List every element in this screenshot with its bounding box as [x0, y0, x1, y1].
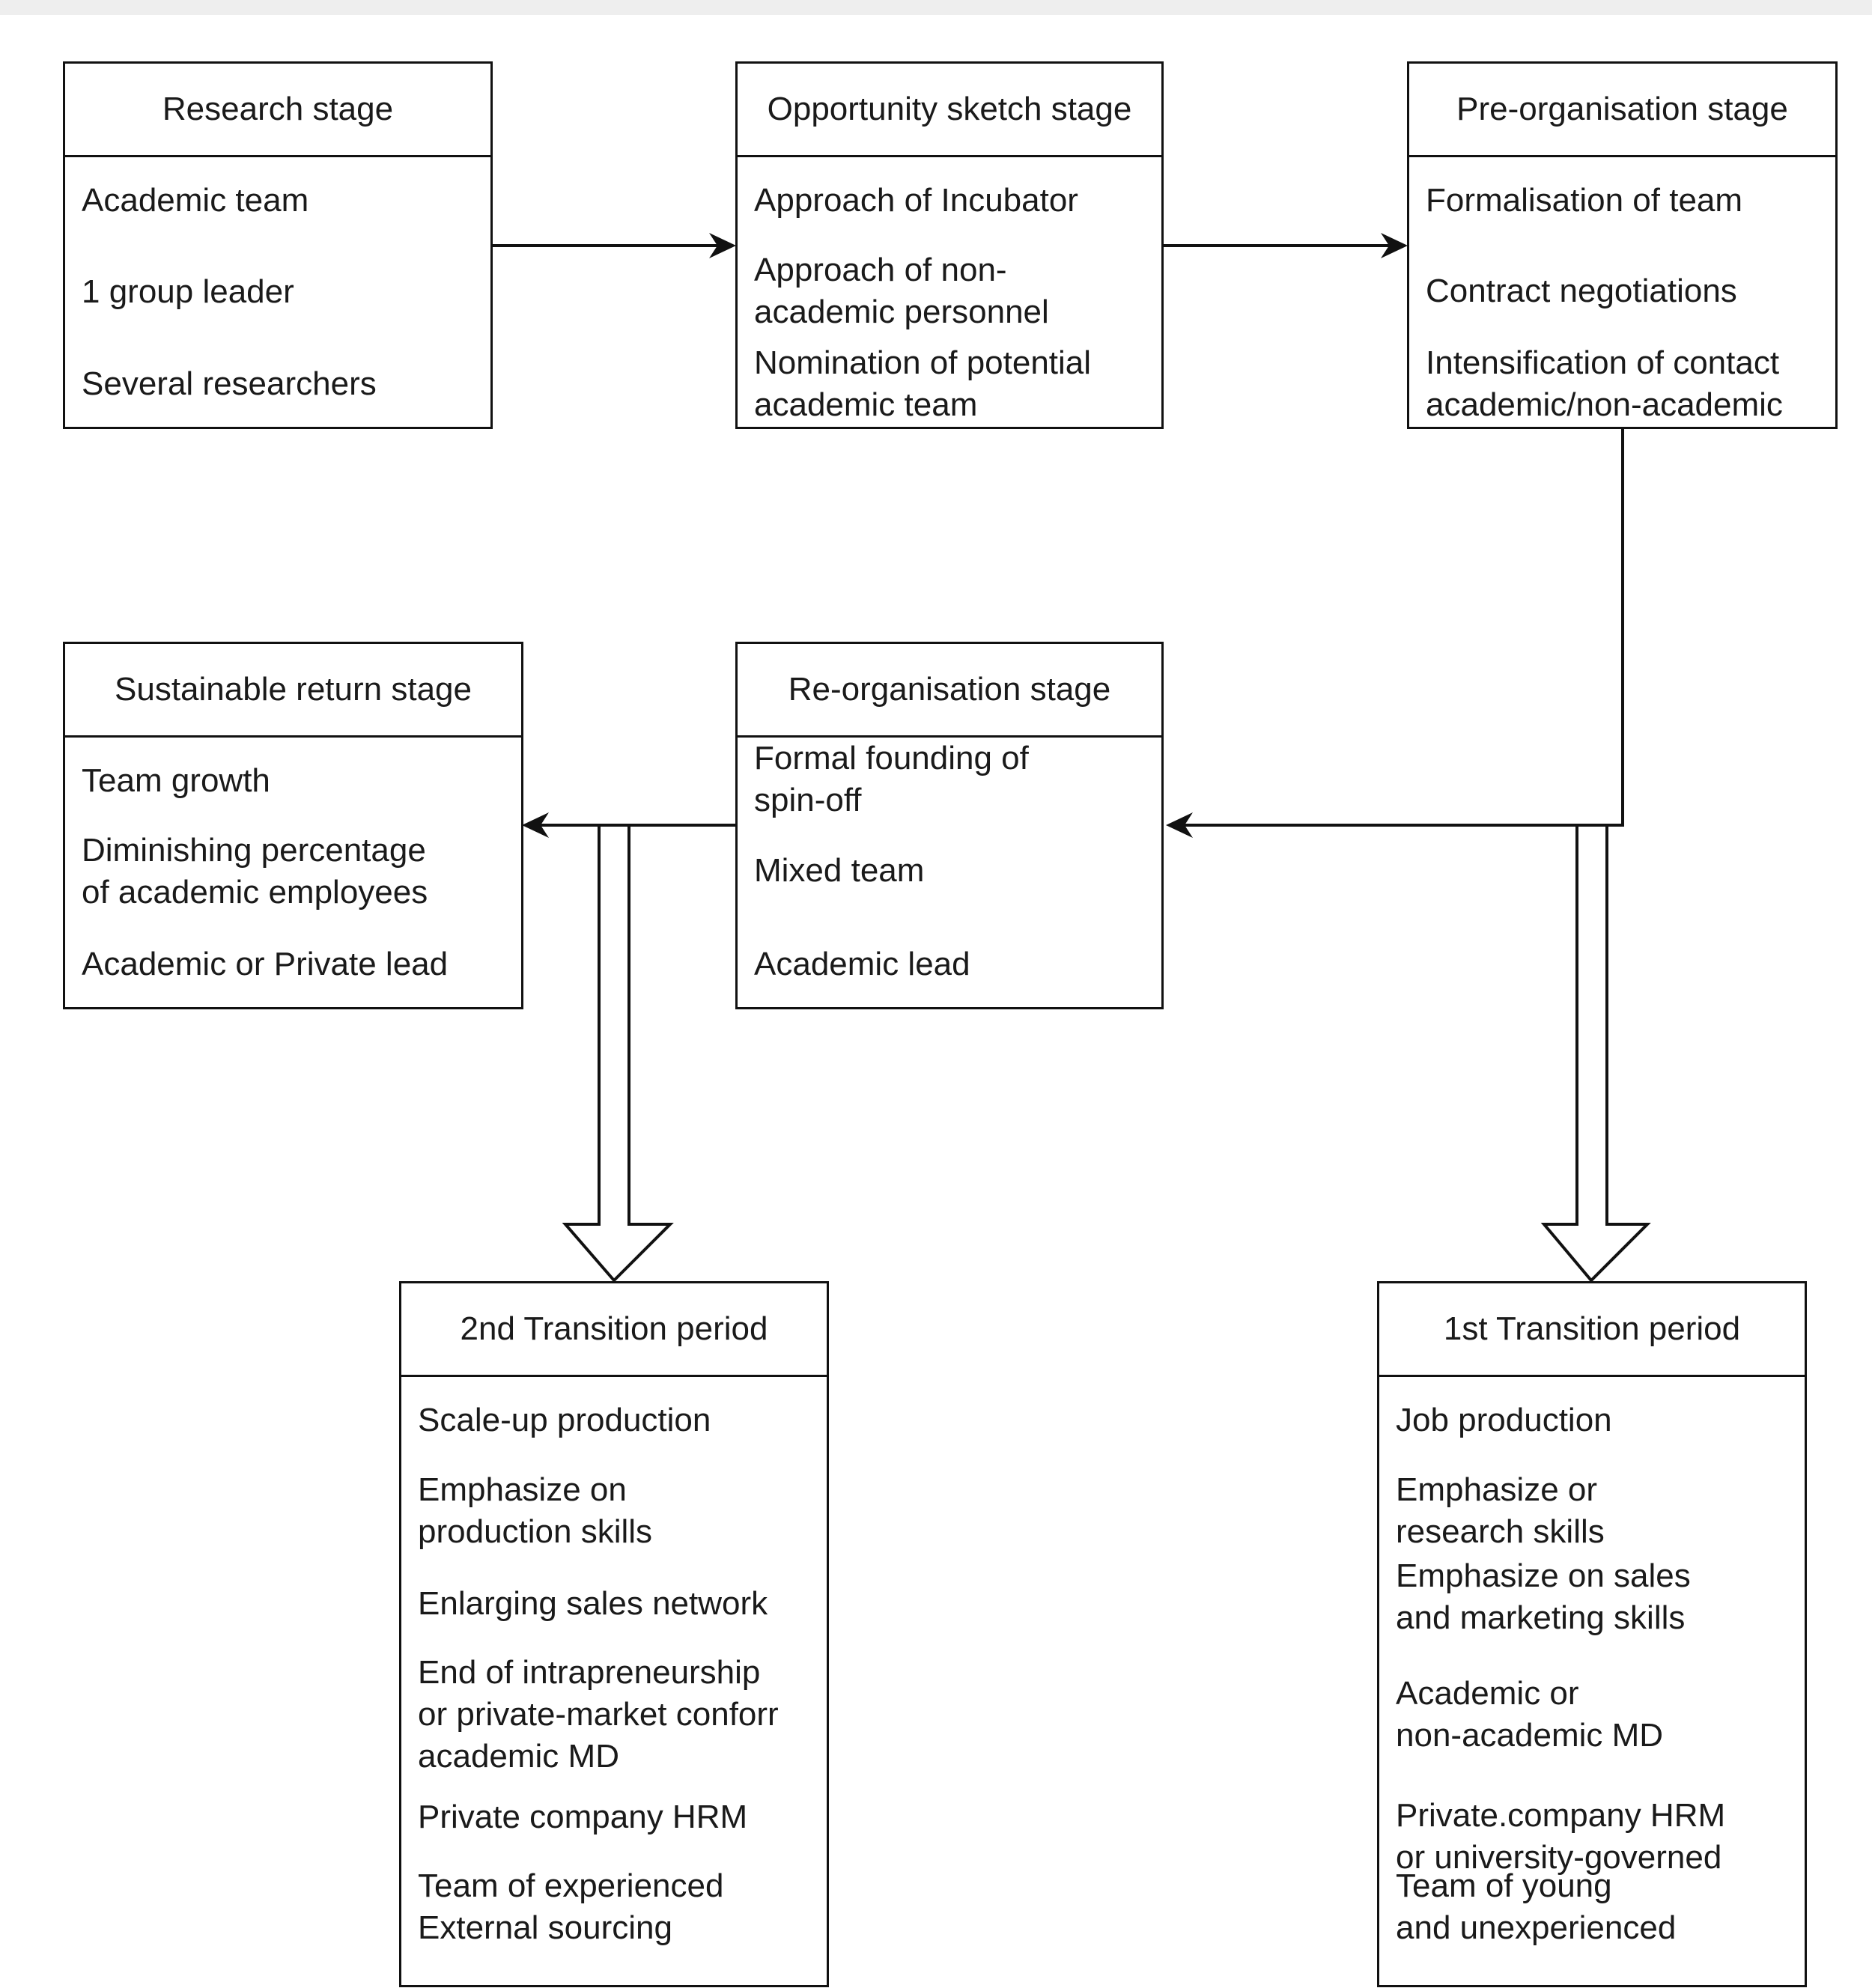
- stage-item: Approach of Incubator: [754, 182, 1078, 219]
- period-item: Job production: [1396, 1402, 1612, 1438]
- stage-item: Academic lead: [754, 946, 970, 982]
- re-organisation-stage-box: Re-organisation stage Formal founding of…: [735, 642, 1164, 1009]
- stage-title: Research stage: [65, 64, 490, 157]
- research-stage-box: Research stage Academic team 1 group lea…: [63, 61, 493, 429]
- opportunity-sketch-stage-box: Opportunity sketch stage Approach of Inc…: [735, 61, 1164, 429]
- stage-item: Formalisation of team: [1426, 182, 1743, 219]
- stage-title: Opportunity sketch stage: [738, 64, 1161, 157]
- pre-organisation-stage-box: Pre-organisation stage Formalisation of …: [1407, 61, 1838, 429]
- stage-item: Academic team: [82, 182, 309, 219]
- stage-title: Pre-organisation stage: [1409, 64, 1835, 157]
- arrowhead-reorg: [1166, 812, 1193, 838]
- stage-item: Approach of non-academic personnel: [754, 252, 1049, 330]
- arrowhead-sustainable: [522, 812, 549, 838]
- period-item: Scale-up production: [418, 1402, 711, 1438]
- first-transition-period-box: 1st Transition period Job production Emp…: [1377, 1281, 1807, 1987]
- stage-title: Re-organisation stage: [738, 644, 1161, 738]
- stage-item: Contract negotiations: [1426, 273, 1737, 309]
- period-item: Enlarging sales network: [418, 1585, 768, 1622]
- period-title: 1st Transition period: [1379, 1283, 1805, 1377]
- stage-item: Several researchers: [82, 365, 377, 402]
- second-transition-period-box: 2nd Transition period Scale-up productio…: [399, 1281, 829, 1987]
- block-arrow-to-first-transition: [1540, 824, 1651, 1283]
- sustainable-return-stage-box: Sustainable return stage Team growth Dim…: [63, 642, 523, 1009]
- stage-title: Sustainable return stage: [65, 644, 521, 738]
- block-arrow-to-second-transition: [562, 824, 674, 1283]
- stage-item: 1 group leader: [82, 273, 294, 310]
- period-item: Private company HRM: [418, 1799, 748, 1835]
- period-title: 2nd Transition period: [401, 1283, 827, 1377]
- arrowhead-opportunity: [709, 233, 736, 258]
- stage-item: Mixed team: [754, 852, 925, 889]
- stage-item: Academic or Private lead: [82, 946, 449, 982]
- stage-item: Team growth: [82, 762, 270, 799]
- arrowhead-preorg: [1381, 233, 1408, 258]
- top-bar: [0, 0, 1872, 15]
- arrow-preorg-to-reorg: [1185, 428, 1624, 827]
